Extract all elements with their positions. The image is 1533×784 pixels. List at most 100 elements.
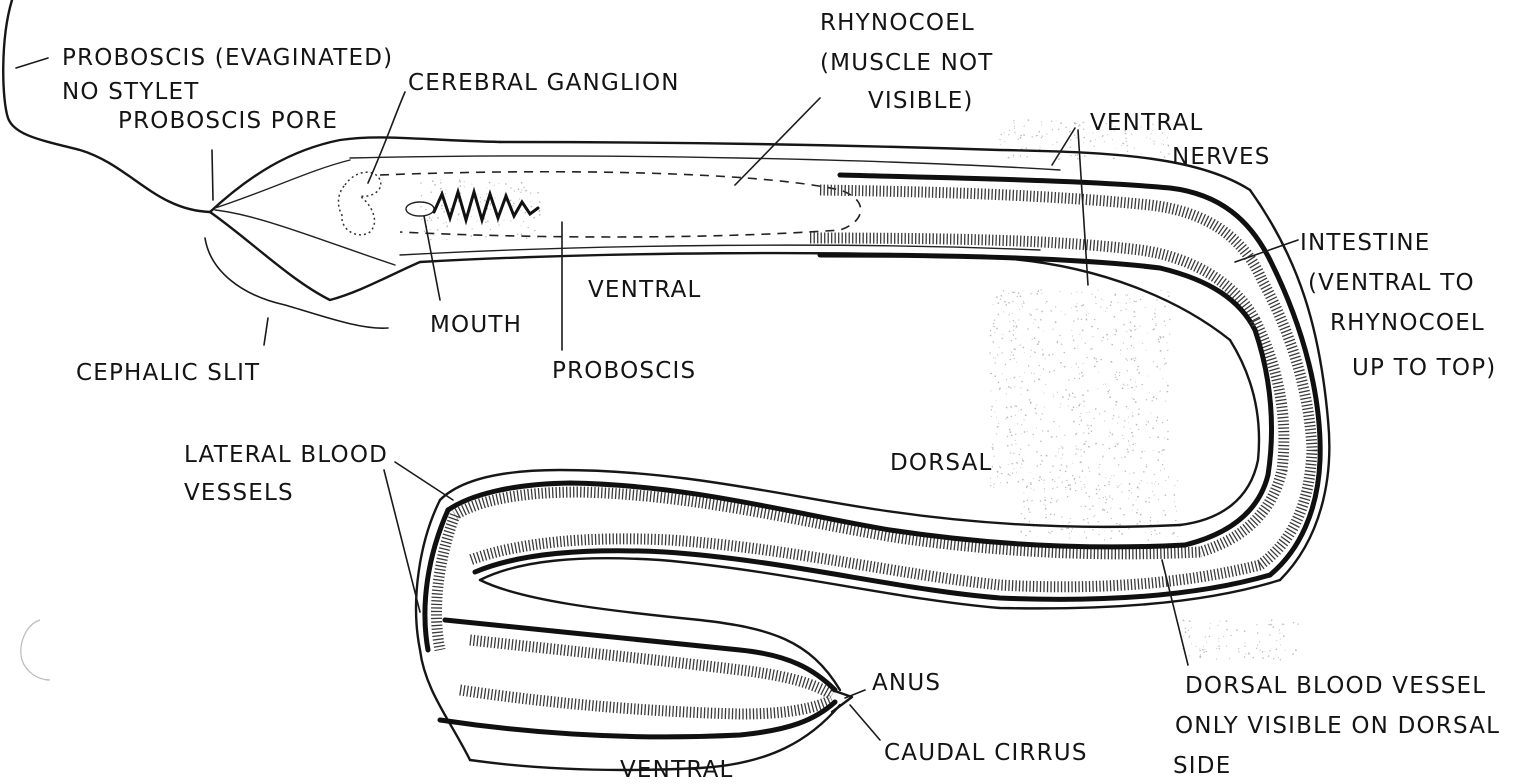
stipple-dot (1177, 480, 1178, 481)
stipple-dot (1119, 375, 1120, 376)
stipple-dot (1091, 294, 1092, 295)
stipple-dot (1008, 302, 1010, 304)
body-top-outer (500, 142, 1250, 190)
stipple-dot (1191, 627, 1192, 628)
stipple-dot (1052, 488, 1053, 489)
stipple-dot (1051, 436, 1053, 438)
stipple-dot (431, 220, 432, 221)
stipple-dot (1199, 650, 1201, 652)
stipple-dot (1165, 480, 1166, 481)
stipple-dot (1161, 454, 1162, 455)
stipple-dot (1147, 333, 1148, 334)
stipple-dot (1168, 153, 1170, 155)
stipple-dot (1059, 291, 1060, 292)
stipple-dot (1049, 533, 1050, 534)
stipple-dot (517, 233, 519, 235)
stipple-dot (1109, 396, 1111, 398)
stipple-dot (1070, 155, 1071, 156)
stipple-dot (1034, 380, 1035, 381)
stipple-dot (1083, 401, 1085, 403)
stipple-dot (1024, 419, 1025, 420)
stipple-dot (484, 200, 485, 201)
stipple-dot (1077, 448, 1078, 449)
stipple-dot (1013, 120, 1014, 121)
stipple-dot (1095, 443, 1097, 445)
stipple-dot (1020, 135, 1022, 137)
stipple-dot (1022, 460, 1024, 462)
stipple-dot (1043, 369, 1044, 370)
stipple-dot (1113, 415, 1114, 416)
stipple-dot (486, 193, 487, 194)
stipple-dot (999, 389, 1000, 390)
stipple-dot (1151, 534, 1152, 535)
stipple-dot (994, 456, 995, 457)
stipple-dot (1094, 319, 1095, 320)
stipple-dot (1016, 443, 1017, 444)
stipple-dot (1106, 307, 1107, 308)
stipple-dot (1009, 321, 1010, 322)
stipple-dot (1026, 487, 1027, 488)
stipple-dot (1006, 482, 1008, 484)
stipple-dot (1038, 480, 1040, 482)
stipple-dot (1013, 348, 1015, 350)
stipple-dot (1021, 463, 1022, 464)
stipple-dot (459, 185, 461, 187)
stipple-dot (1269, 634, 1270, 635)
stipple-dot (1276, 640, 1277, 641)
stipple-dot (1114, 316, 1116, 318)
stipple-dot (1090, 348, 1092, 350)
stipple-dot (457, 219, 458, 220)
stipple-dot (1152, 427, 1154, 429)
stipple-dot (1074, 348, 1076, 350)
stipple-dot (1016, 406, 1017, 407)
stipple-dot (1028, 445, 1029, 446)
stipple-dot (1259, 641, 1260, 642)
stipple-dot (1216, 659, 1217, 660)
stipple-dot (530, 193, 531, 194)
stipple-dot (1280, 644, 1281, 645)
stipple-dot (989, 352, 991, 354)
stipple-dot (1040, 500, 1042, 502)
stipple-dot (1079, 424, 1080, 425)
stipple-dot (498, 183, 499, 184)
stipple-dot (1081, 305, 1082, 306)
stipple-dot (1244, 642, 1245, 643)
leader-lateral-vessels-b (384, 470, 420, 612)
stipple-dot (1149, 437, 1150, 438)
stipple-dot (1036, 135, 1037, 136)
stipple-dot (1069, 533, 1070, 534)
stipple-dot (1062, 529, 1063, 530)
stipple-dot (1105, 384, 1106, 385)
stipple-dot (1057, 499, 1058, 500)
stipple-dot (990, 478, 991, 479)
stipple-dot (1062, 447, 1064, 449)
stipple-dot (521, 189, 522, 190)
stipple-dot (1038, 341, 1040, 343)
stipple-dot (1061, 516, 1062, 517)
stipple-dot (1060, 122, 1062, 124)
stipple-dot (1130, 322, 1132, 324)
stipple-dot (1082, 375, 1083, 376)
stipple-dot (1049, 371, 1051, 373)
stipple-dot (1013, 320, 1015, 322)
stipple-dot (993, 326, 994, 327)
stipple-dot (523, 221, 524, 222)
stipple-dot (1046, 455, 1048, 457)
stipple-dot (1080, 413, 1081, 414)
stipple-dot (1191, 643, 1192, 644)
stipple-dot (1132, 504, 1134, 506)
stipple-dot (1140, 299, 1142, 301)
stipple-dot (1134, 148, 1135, 149)
stipple-dot (1145, 532, 1146, 533)
stipple-dot (1069, 394, 1070, 395)
stipple-dot (1044, 483, 1045, 484)
stipple-dot (1158, 339, 1160, 341)
stipple-dot (1132, 435, 1134, 437)
stipple-dot (1024, 518, 1026, 520)
stipple-dot (1159, 391, 1160, 392)
stipple-dot (421, 195, 422, 196)
stipple-dot (1122, 388, 1124, 390)
stipple-dot (1083, 444, 1084, 445)
stipple-dot (440, 182, 442, 184)
stipple-dot (1160, 350, 1162, 352)
